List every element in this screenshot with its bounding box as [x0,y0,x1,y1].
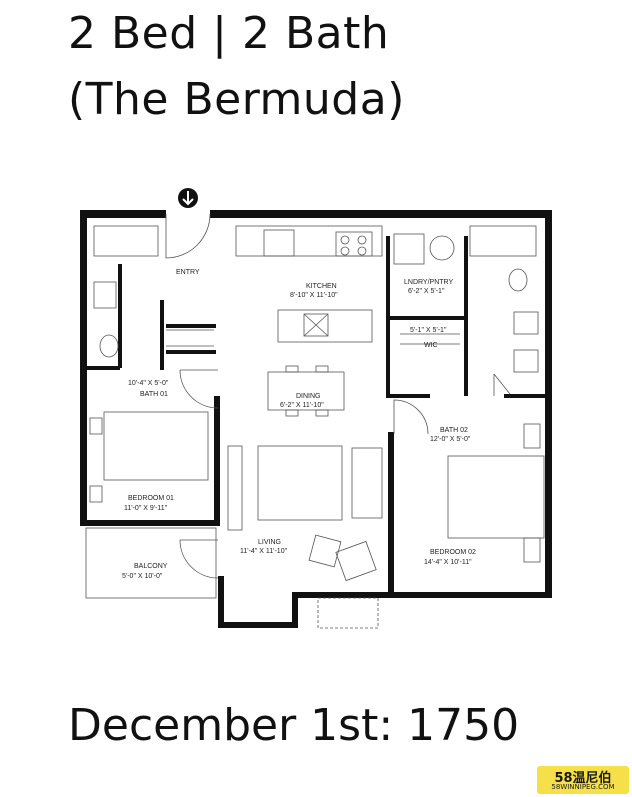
sink-bath2-bottom [513,349,539,373]
sofa [351,447,383,519]
bath2-door [493,373,511,396]
bathtub-bath2 [469,225,537,257]
wall-living-left [218,576,224,628]
label-bedroom2: BEDROOM 02 [430,549,476,556]
fixtures [85,225,545,629]
fridge [263,229,295,257]
entry-door-swing [165,213,211,259]
washer [393,233,425,265]
wall-laundry-bottom [388,316,466,320]
wall-bedroom1-right [214,396,220,524]
label-laundry-size: 6'-2" X 5'-1" [408,288,445,295]
label-entry: ENTRY [176,269,200,276]
wall-bath2-bottom [504,394,550,398]
wall-right [545,210,552,598]
kitchen-counter [235,225,383,257]
stove [335,231,373,257]
label-bedroom1-size: 11'-0" X 9'-11" [124,505,168,512]
bed-bedroom2 [447,455,545,539]
bedroom2-door-swing [393,399,429,435]
entry-arrow-icon [178,188,198,208]
label-dining: DINING [296,393,321,400]
wall-top-right [210,210,552,218]
watermark-logo: 58温尼伯 58WINNIPEG.COM [537,766,629,794]
label-balcony-size: 5'-0" X 10'-0" [122,573,163,580]
label-balcony: BALCONY [134,563,168,570]
label-bath2-size: 12'-0" X 5'-0" [430,436,471,443]
label-wic-size: 5'-1" X 5'-1" [410,327,447,334]
wall-closet-bottom [166,350,216,354]
plan-title-line2: (The Bermuda) [68,74,405,125]
wall-bottom-living [218,622,298,628]
living-rug [257,445,343,521]
wall-bottom-right [292,592,552,598]
patio-outline [317,597,379,629]
closet-shelves [166,329,214,347]
wall-bedroom2-left [388,432,394,598]
dining-table [267,371,345,411]
wall-bedroom1-bottom [80,520,220,526]
label-bedroom1: BEDROOM 01 [128,495,174,502]
label-kitchen: KITCHEN [306,283,337,290]
label-laundry: LNDRY/PNTRY [404,279,453,286]
sink-bath1 [93,281,117,309]
bed-bedroom1 [103,411,209,481]
balcony-area [85,527,217,599]
wall-closet-top [166,324,216,328]
bath1-door-swing [179,369,219,409]
wic-shelves [400,333,460,345]
island-sink [303,313,329,337]
wall-top-left [80,210,166,218]
wall-bath1-bottom-left [80,366,120,370]
armchair-right [335,540,377,582]
label-bath1-size: 10'-4" X 5'-0" [128,380,169,387]
armchair-left [308,534,342,568]
sink-bath2-top [513,311,539,335]
label-living-size: 11'-4" X 11'-10" [240,548,288,555]
label-wic: WIC [424,342,438,349]
media-console [227,445,243,531]
doors [165,213,511,579]
watermark-logo-top: 58温尼伯 [554,771,612,786]
wall-bottom-step [292,592,298,628]
label-living: LIVING [258,539,281,546]
label-kitchen-size: 8'-10" X 11'-10" [290,292,338,299]
toilet-bath2 [508,268,528,292]
label-bath2: BATH 02 [440,427,468,434]
kitchen-island [277,309,373,343]
room-labels: ENTRY KITCHEN 8'-10" X 11'-10" LNDRY/PNT… [122,269,476,580]
dryer [429,235,455,261]
wall-wic-bottom [386,394,430,398]
interior-walls [80,236,550,598]
label-dining-size: 6'-2" X 11'-10" [280,402,324,409]
wall-closet [160,300,164,370]
wall-bath1-right [118,264,122,368]
watermark-logo-bottom: 58WINNIPEG.COM [551,783,615,791]
bathtub-bath1 [93,225,159,257]
label-bedroom2-size: 14'-4" X 10'-11" [424,559,472,566]
label-bath1: BATH 01 [140,391,168,398]
balcony-door-swing [179,539,219,579]
availability-text: December 1st: 1750 [68,700,520,751]
plan-title-line1: 2 Bed | 2 Bath [68,8,390,59]
toilet-bath1 [99,334,119,358]
